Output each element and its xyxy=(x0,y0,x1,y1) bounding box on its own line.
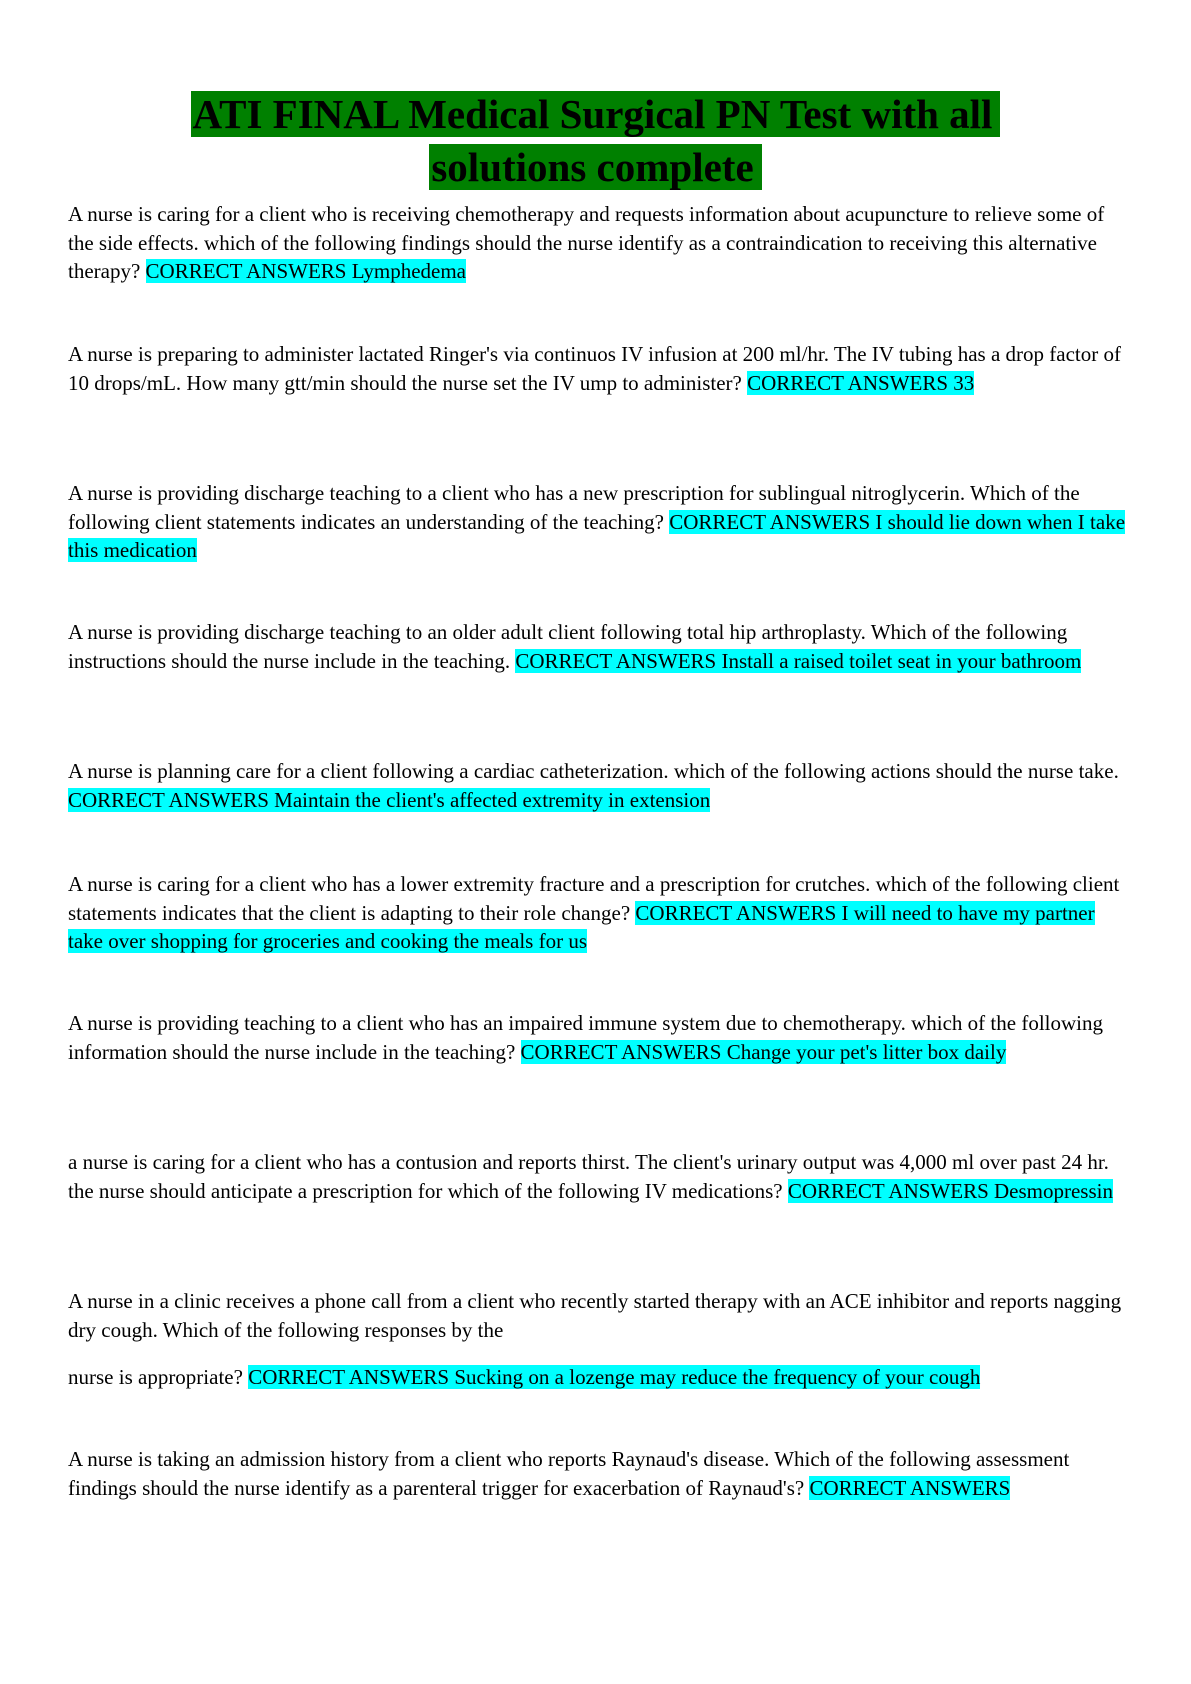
answer-highlight: CORRECT ANSWERS Change your pet's litter… xyxy=(520,1039,1007,1064)
question-item: A nurse is taking an admission history f… xyxy=(68,1445,1128,1502)
answer-highlight: CORRECT ANSWERS Desmopressin xyxy=(787,1178,1113,1203)
question-item: A nurse in a clinic receives a phone cal… xyxy=(68,1287,1128,1392)
answer-highlight: CORRECT ANSWERS Sucking on a lozenge may… xyxy=(248,1365,981,1389)
question-item: A nurse is planning care for a client fo… xyxy=(68,757,1128,814)
answer-highlight: CORRECT ANSWERS 33 xyxy=(747,370,975,395)
question-item: A nurse is providing discharge teaching … xyxy=(68,618,1128,675)
answer-highlight: CORRECT ANSWERS Lymphedema xyxy=(145,259,467,283)
question-item: A nurse is providing discharge teaching … xyxy=(68,479,1128,565)
question-text: a nurse is caring for a client who has a… xyxy=(68,1150,1109,1203)
question-item: A nurse is providing teaching to a clien… xyxy=(68,1009,1128,1066)
title-line-1: ATI FINAL Medical Surgical PN Test with … xyxy=(0,88,1191,141)
title-line-2: solutions complete xyxy=(0,141,1191,194)
document-title: ATI FINAL Medical Surgical PN Test with … xyxy=(0,88,1191,194)
question-text: A nurse is planning care for a client fo… xyxy=(68,759,1119,783)
question-text: A nurse is providing discharge teaching … xyxy=(68,620,1068,673)
question-text: A nurse in a clinic receives a phone cal… xyxy=(68,1289,1122,1342)
question-text-cont: nurse is appropriate? xyxy=(68,1365,243,1389)
question-text: A nurse is taking an admission history f… xyxy=(68,1447,1070,1500)
question-item: A nurse is caring for a client who is re… xyxy=(68,200,1128,286)
answer-highlight: CORRECT ANSWERS xyxy=(809,1475,1011,1500)
title-highlight-1: ATI FINAL Medical Surgical PN Test with … xyxy=(190,91,1001,137)
question-continuation: nurse is appropriate? CORRECT ANSWERS Su… xyxy=(68,1363,1128,1392)
question-text: A nurse is caring for a client who is re… xyxy=(68,202,1105,283)
question-text: A nurse is providing discharge teaching … xyxy=(68,481,1080,534)
question-item: A nurse is caring for a client who has a… xyxy=(68,870,1128,956)
question-text: A nurse is preparing to administer lacta… xyxy=(68,342,1121,395)
answer-highlight: CORRECT ANSWERS Install a raised toilet … xyxy=(515,648,1082,673)
title-highlight-2: solutions complete xyxy=(429,144,762,190)
question-item: a nurse is caring for a client who has a… xyxy=(68,1148,1128,1205)
question-text: A nurse is providing teaching to a clien… xyxy=(68,1011,1103,1064)
question-item: A nurse is preparing to administer lacta… xyxy=(68,340,1128,397)
question-text: A nurse is caring for a client who has a… xyxy=(68,872,1120,925)
answer-highlight: CORRECT ANSWERS Maintain the client's af… xyxy=(68,787,711,812)
